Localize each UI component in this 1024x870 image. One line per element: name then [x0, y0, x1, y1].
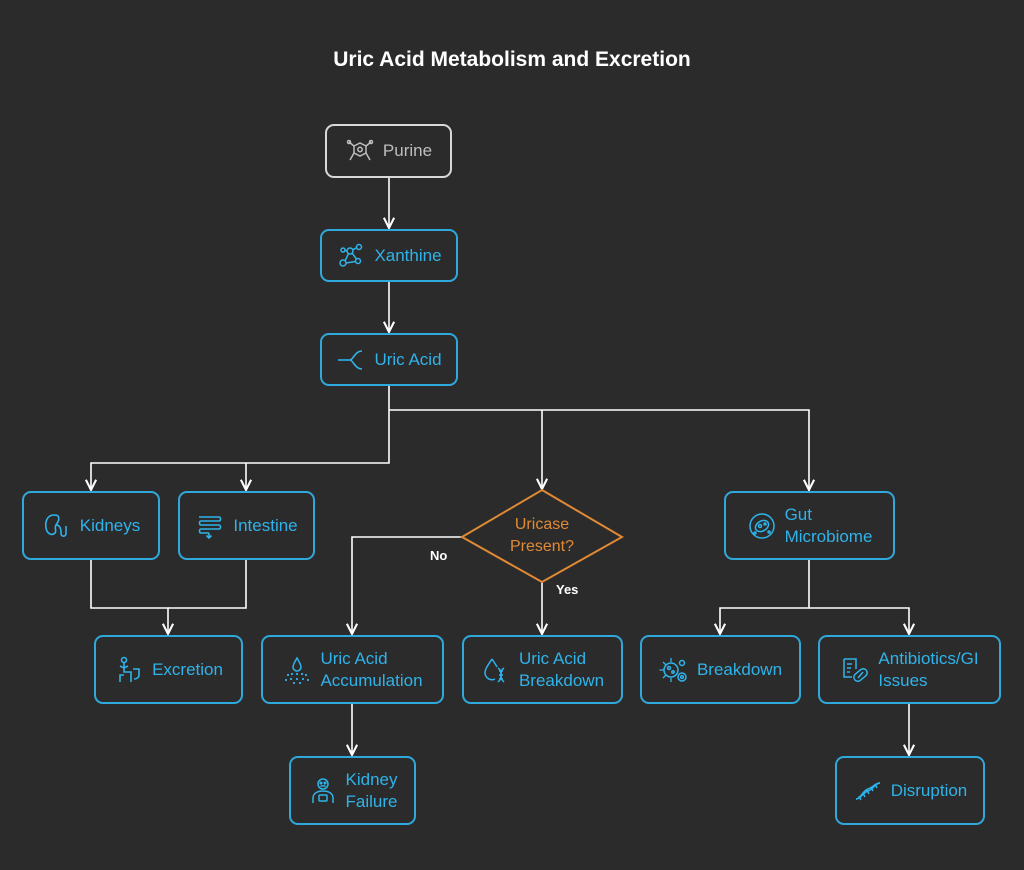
- xanthine-label: Xanthine: [374, 245, 442, 265]
- breakdown-ua-line2: Breakdown: [518, 670, 605, 690]
- diagram-title: Uric Acid Metabolism and Excretion: [333, 48, 691, 71]
- intestine-node[interactable]: Intestine: [178, 491, 315, 560]
- uricase-decision-diamond: [459, 488, 625, 584]
- breakdown-label: Breakdown: [696, 659, 783, 679]
- uric-acid-breakdown-node[interactable]: Uric Acid Breakdown: [462, 635, 623, 704]
- sick-person-icon: [311, 777, 334, 803]
- microbe-gear-icon: [659, 657, 687, 682]
- kidneys-node[interactable]: Kidneys: [22, 491, 160, 560]
- uricase-decision[interactable]: Uricase Present?: [482, 514, 602, 558]
- bacteria-icon: [748, 512, 775, 539]
- kidney-failure-label: Kidney Failure: [346, 769, 398, 813]
- droplet-spray-icon: [285, 656, 310, 684]
- edge-kidneys-excretion: [90, 560, 168, 634]
- edge-label-no: No: [430, 548, 448, 563]
- disruption-label: Disruption: [890, 780, 968, 800]
- edge-uric-acid-gut: [389, 409, 809, 490]
- pill-icon: [843, 657, 869, 682]
- disruption-node[interactable]: Disruption: [835, 756, 985, 825]
- excretion-node[interactable]: Excretion: [94, 635, 243, 704]
- edge-gut-antibiotics: [809, 607, 909, 634]
- kidneys-label: Kidneys: [79, 515, 141, 535]
- gut-microbiome-node[interactable]: Gut Microbiome: [724, 491, 895, 560]
- accumulation-line1: Uric Acid: [320, 648, 388, 668]
- edge-uricase-no: [352, 536, 463, 634]
- xanthine-node[interactable]: Xanthine: [320, 229, 458, 282]
- branch-icon: [338, 349, 363, 370]
- intestine-icon: [199, 515, 222, 539]
- purine-label: Purine: [382, 141, 433, 160]
- droplet-dna-icon: [484, 658, 505, 683]
- antibiotics-label: Antibiotics/GI Issues: [878, 648, 978, 692]
- molecule-icon: [346, 139, 374, 161]
- uric-acid-label: Uric Acid: [374, 349, 442, 369]
- kidney-failure-line2: Failure: [345, 791, 398, 811]
- kidney-failure-node[interactable]: Kidney Failure: [289, 756, 416, 825]
- breakdown-node[interactable]: Breakdown: [640, 635, 801, 704]
- edge-uric-acid-kidneys: [91, 386, 390, 490]
- antibiotics-line2: Issues: [878, 670, 928, 690]
- intestine-label: Intestine: [233, 515, 298, 535]
- kidney-failure-line1: Kidney: [345, 769, 398, 789]
- uric-acid-accumulation-label: Uric Acid Accumulation: [320, 648, 422, 692]
- gut-line2: Microbiome: [784, 526, 873, 546]
- toilet-person-icon: [119, 656, 140, 682]
- uricase-label-line2: Present?: [509, 538, 575, 555]
- uricase-label-line1: Uricase: [514, 516, 570, 533]
- edge-label-yes: Yes: [556, 582, 579, 597]
- edge-gut-breakdown: [720, 560, 810, 634]
- gut-microbiome-label: Gut Microbiome: [785, 504, 873, 548]
- gut-line1: Gut: [784, 504, 812, 524]
- accumulation-line2: Accumulation: [320, 670, 423, 690]
- purine-node[interactable]: Purine: [325, 124, 452, 178]
- kidney-icon: [44, 513, 67, 537]
- excretion-label: Excretion: [152, 659, 223, 679]
- dna-icon: [855, 781, 880, 800]
- uric-acid-node[interactable]: Uric Acid: [320, 333, 458, 386]
- edge-intestine-excretion: [168, 560, 247, 609]
- breakdown-ua-line1: Uric Acid: [518, 648, 587, 668]
- uric-acid-breakdown-label: Uric Acid Breakdown: [519, 648, 604, 692]
- molecule-network-icon: [339, 243, 363, 267]
- antibiotics-line1: Antibiotics/GI: [878, 648, 979, 668]
- antibiotics-node[interactable]: Antibiotics/GI Issues: [818, 635, 1001, 704]
- uric-acid-accumulation-node[interactable]: Uric Acid Accumulation: [261, 635, 444, 704]
